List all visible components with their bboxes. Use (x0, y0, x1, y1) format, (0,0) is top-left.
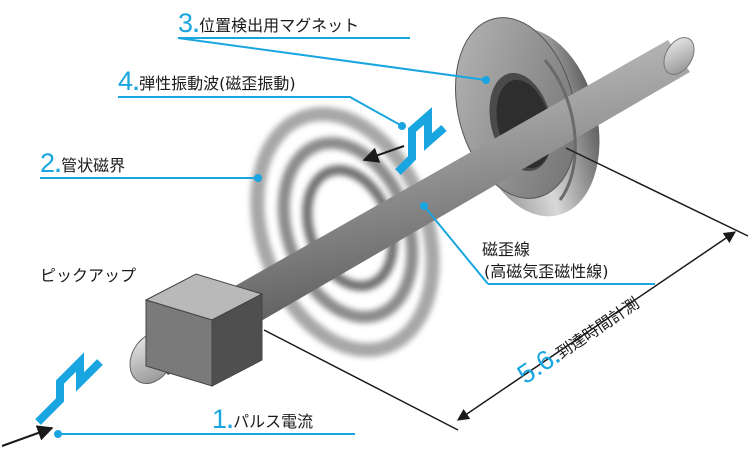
pickup-block (144, 273, 264, 387)
position-magnet-ring-front (543, 59, 577, 201)
label-pulse-current: 1.パルス電流 (212, 404, 314, 434)
pulse-wave-symbol (1, 352, 103, 447)
label-number: 4 (118, 66, 134, 96)
label-text: 弾性振動波(磁歪振動) (139, 74, 296, 93)
label-wire-description: (高磁気歪磁性線) (484, 262, 609, 281)
label-tubular-field: 2.管状磁界 (40, 148, 126, 178)
arrival-time-dimension (263, 147, 749, 431)
label-text: 位置検出用マグネット (199, 16, 360, 35)
label-pickup: ピックアップ (40, 266, 137, 285)
vibration-wave-symbol (362, 107, 447, 175)
label-wire-name: 磁歪線 (482, 240, 531, 259)
label-elastic-wave: 4.弾性振動波(磁歪振動) (118, 66, 296, 96)
leader-dots (54, 76, 490, 438)
label-number: 3 (178, 8, 194, 38)
label-position-magnet: 3.位置検出用マグネット (178, 8, 360, 38)
label-number: 2 (40, 148, 56, 178)
label-number: 1 (212, 404, 228, 434)
label-text: 管状磁界 (61, 156, 126, 175)
label-text: パルス電流 (233, 412, 314, 431)
